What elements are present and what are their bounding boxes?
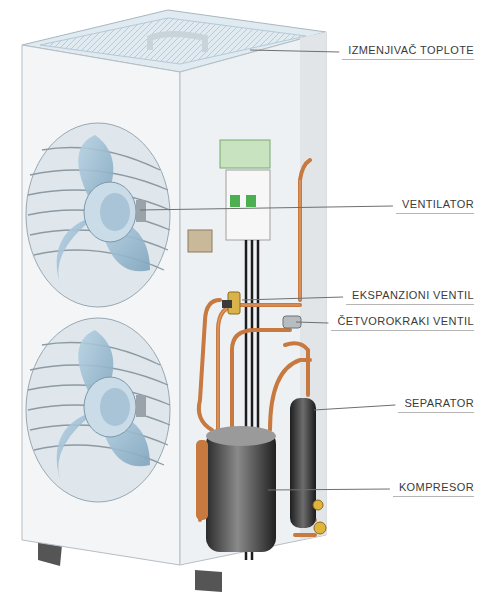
part-label: ČETVOROKRAKI VENTIL [331,315,474,331]
part-label: VENTILATOR [396,198,474,214]
leader-line [314,405,395,410]
part-label: KOMPRESOR [393,481,474,497]
leader-line [242,297,343,300]
leader-line [268,489,390,490]
leader-line [296,322,328,323]
part-label: EKSPANZIONI VENTIL [346,289,474,305]
leader-line [140,206,393,210]
leader-line [250,50,339,52]
part-label: IZMENJIVAČ TOPLOTE [342,44,474,60]
part-label: SEPARATOR [398,397,474,413]
